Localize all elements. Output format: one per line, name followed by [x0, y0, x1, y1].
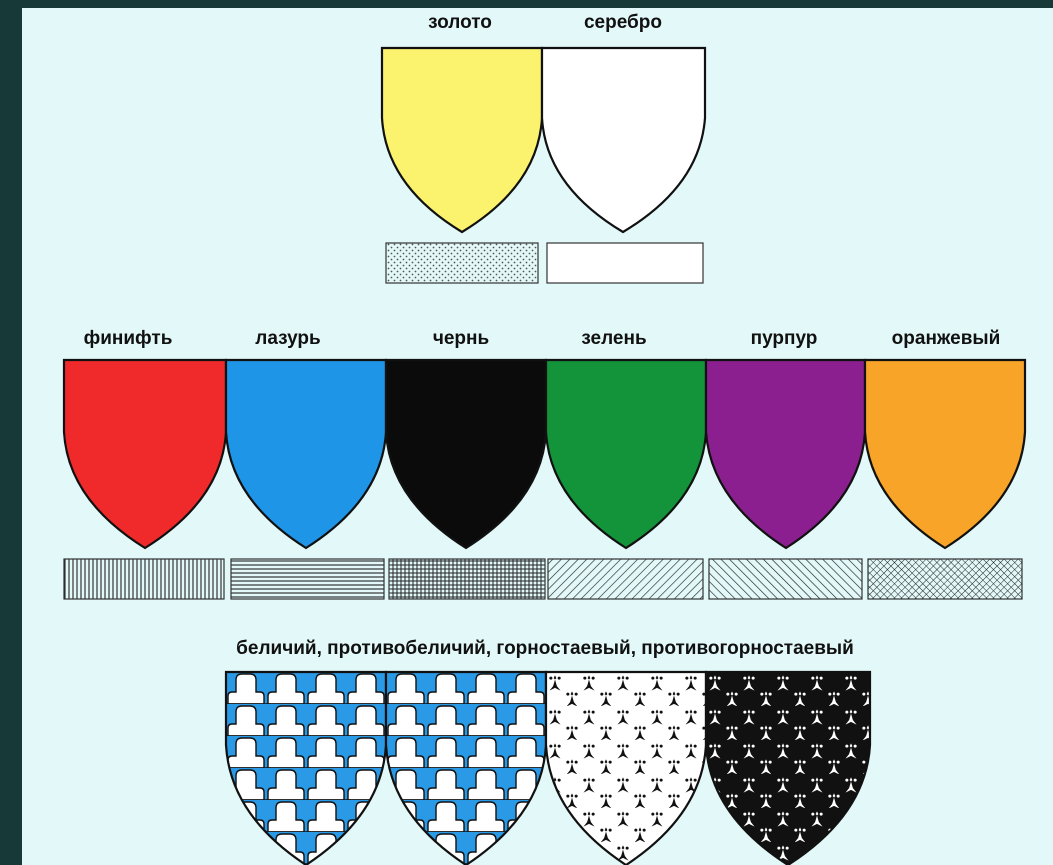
hatch-green-diagonal: [548, 559, 703, 599]
colour-label-blue: лазурь: [255, 328, 320, 349]
colour-label-black: чернь: [433, 328, 489, 349]
hatch-blue-horizontal: [231, 559, 384, 599]
colour-label-red: финифть: [84, 328, 173, 349]
hatch-orange-diagonal-cross: [868, 559, 1022, 599]
colour-label-green: зелень: [581, 328, 646, 349]
metal-label-silver: серебро: [584, 12, 662, 33]
hatch-gold-dotted: [386, 243, 538, 283]
colour-label-orange: оранжевый: [892, 328, 1001, 349]
hatch-red-vertical: [64, 559, 224, 599]
metal-label-gold: золото: [428, 12, 492, 33]
colour-label-purple: пурпур: [751, 328, 818, 349]
hatch-silver-plain: [547, 243, 703, 283]
hatch-purple-diagonal: [709, 559, 862, 599]
hatch-black-crossed: [389, 559, 545, 599]
furs-caption: беличий, противобеличий, горностаевый, п…: [236, 638, 854, 659]
